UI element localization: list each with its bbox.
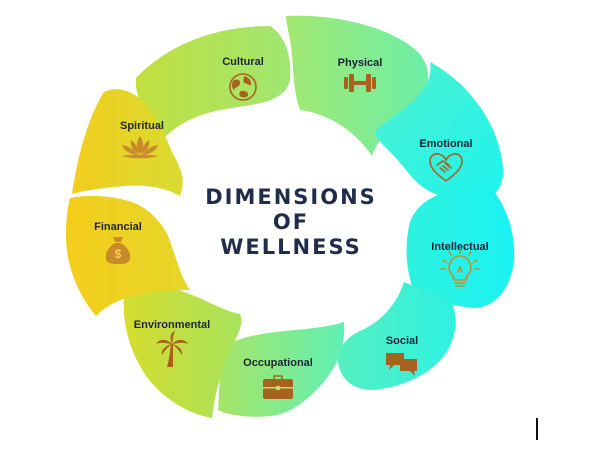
text-cursor	[536, 418, 538, 440]
title-line-2: OF	[273, 210, 309, 234]
petal-emotional	[375, 62, 504, 202]
segment-social: Social	[338, 282, 456, 390]
segment-intellectual: Intellectual	[406, 184, 515, 308]
segment-occupational: Occupational	[218, 322, 345, 417]
title-line-3: WELLNESS	[220, 235, 362, 259]
label-environmental: Environmental	[134, 319, 210, 331]
center-title: DIMENSIONS OF WELLNESS	[205, 185, 377, 259]
title-line-1: DIMENSIONS	[205, 185, 377, 209]
segment-environmental: Environmental	[123, 288, 242, 418]
petal-social	[338, 282, 456, 390]
label-occupational: Occupational	[243, 357, 313, 369]
label-financial: Financial	[94, 221, 142, 233]
palm-tree-icon	[156, 331, 188, 367]
petal-cultural	[135, 26, 291, 138]
label-emotional: Emotional	[419, 138, 472, 150]
label-physical: Physical	[338, 57, 383, 69]
chat-bubbles-icon	[386, 353, 417, 376]
segment-spiritual: Spiritual	[72, 89, 183, 196]
svg-text:$: $	[115, 247, 122, 261]
heart-handshake-icon	[429, 153, 463, 182]
lotus-icon	[122, 136, 158, 159]
label-spiritual: Spiritual	[120, 120, 164, 132]
petal-intellectual	[406, 184, 515, 308]
lightbulb-icon	[440, 249, 480, 287]
segment-cultural: Cultural	[135, 26, 291, 138]
globe-icon	[229, 73, 257, 101]
petal-environmental	[123, 288, 242, 418]
petal-occupational	[218, 322, 345, 417]
label-cultural: Cultural	[222, 56, 264, 68]
segment-financial: Financial $	[66, 195, 190, 316]
money-bag-icon: $	[105, 237, 131, 264]
petal-spiritual	[72, 89, 183, 196]
segment-emotional: Emotional	[375, 62, 504, 202]
label-social: Social	[386, 335, 418, 347]
briefcase-icon	[263, 375, 293, 399]
label-intellectual: Intellectual	[431, 241, 488, 253]
dumbbell-icon	[344, 74, 376, 92]
